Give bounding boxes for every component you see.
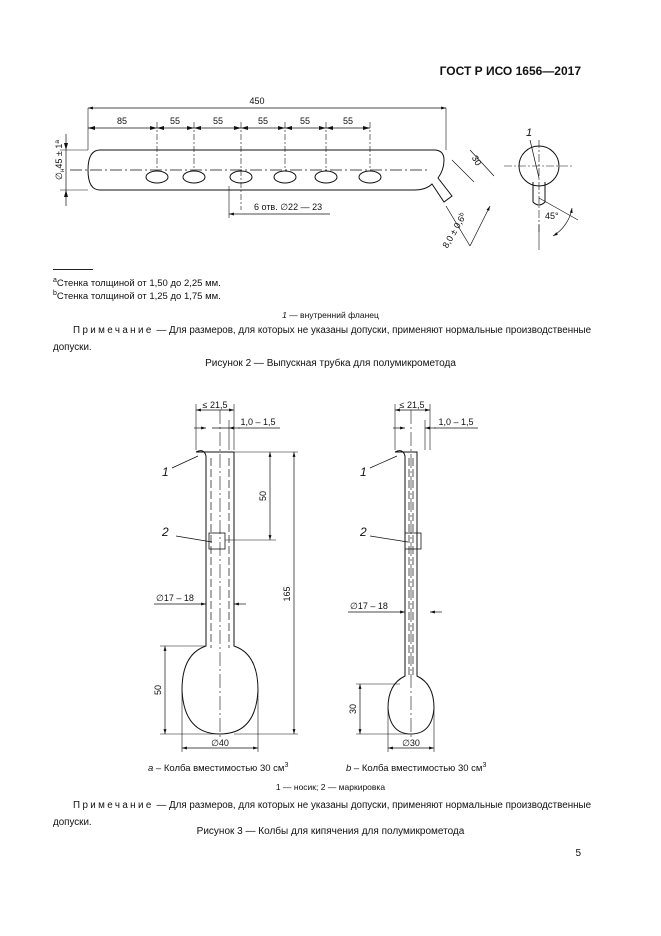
hole	[182, 170, 206, 184]
hole	[358, 170, 382, 184]
footnote-b: bСтенка толщиной от 1,25 до 1,75 мм.	[53, 290, 221, 303]
dim-55: 55	[343, 116, 353, 126]
figure-2-drawing: 450 85 55 55 55 55 55 6 отв. ∅22 — 23 ∅н…	[54, 96, 579, 250]
footnote-separator	[53, 269, 93, 270]
dim-total: 450	[249, 96, 264, 106]
hole	[145, 170, 169, 184]
hole	[314, 170, 338, 184]
figure-3-drawing: ≤ 21,5 1,0 – 1,5 ∅17 – 18 50 165 50 ∅40 …	[153, 400, 478, 752]
flask-a-bulb-diameter: ∅40	[211, 738, 229, 748]
tube-section-nozzle	[532, 182, 546, 206]
flask-b-wall: 1,0 – 1,5	[438, 417, 473, 427]
flask-a-subcaption: a – Колба вместимостью 30 см3	[148, 762, 289, 775]
hole	[273, 170, 297, 184]
figure-2-note: Примечание — Для размеров, для которых н…	[53, 325, 592, 353]
callout-1: 1	[526, 127, 532, 139]
flask-a-mark-length: 50	[258, 491, 268, 501]
flask-b-outline	[387, 450, 435, 735]
flask-a-callout-1: 1	[162, 465, 169, 479]
marking-box	[404, 532, 422, 550]
figure-3-legend: 1 — носик; 2 — маркировка	[275, 782, 386, 792]
tip-dim-30: 30	[470, 154, 484, 168]
figure-2-legend: 1 — внутренний фланец	[282, 310, 379, 320]
dim-85: 85	[117, 116, 127, 126]
footnote-a: aСтенка толщиной от 1,50 до 2,25 мм.	[53, 277, 221, 290]
flask-a-wall: 1,0 – 1,5	[240, 417, 275, 427]
flask-a-neck-diameter: ∅17 – 18	[156, 593, 194, 603]
flask-b-bulb-diameter: ∅30	[402, 738, 420, 748]
outer-diameter-label: ∅н45 ± 1a	[54, 140, 66, 180]
flask-b-callout-1: 1	[360, 465, 367, 479]
flask-a-outline	[181, 450, 259, 735]
figure-3-note: Примечание — Для размеров, для которых н…	[53, 800, 592, 828]
angle-label: 45°	[545, 211, 559, 221]
holes-label: 6 отв. ∅22 — 23	[254, 202, 322, 212]
dim-55: 55	[213, 116, 223, 126]
flask-a-callout-2: 2	[161, 525, 169, 539]
flask-b-neck-diameter: ∅17 – 18	[350, 601, 388, 611]
dim-55: 55	[258, 116, 268, 126]
flask-a-top-diameter: ≤ 21,5	[203, 400, 228, 410]
dim-55: 55	[170, 116, 180, 126]
flask-b-top-diameter: ≤ 21,5	[400, 400, 425, 410]
page-number: 5	[575, 848, 581, 859]
flask-b	[348, 404, 478, 752]
flask-a	[154, 404, 298, 752]
flask-b-bulb-height: 30	[348, 704, 358, 714]
tip-wall-label: 8,0 ± 0,6b	[440, 211, 468, 250]
figure-3-caption: Рисунок 3 — Колбы для кипячения для полу…	[196, 826, 465, 837]
flask-a-total-length: 165	[282, 586, 292, 601]
document-header: ГОСТ Р ИСО 1656—2017	[439, 64, 581, 78]
figure-2-caption: Рисунок 2 — Выпускная трубка для полумик…	[205, 358, 456, 369]
marking-box	[208, 532, 226, 550]
flask-b-subcaption: b – Колба вместимостью 30 см3	[346, 762, 487, 775]
flask-a-bulb-height: 50	[153, 685, 163, 695]
flask-b-callout-2: 2	[359, 525, 367, 539]
tube-outline	[87, 149, 453, 203]
dim-55: 55	[300, 116, 310, 126]
